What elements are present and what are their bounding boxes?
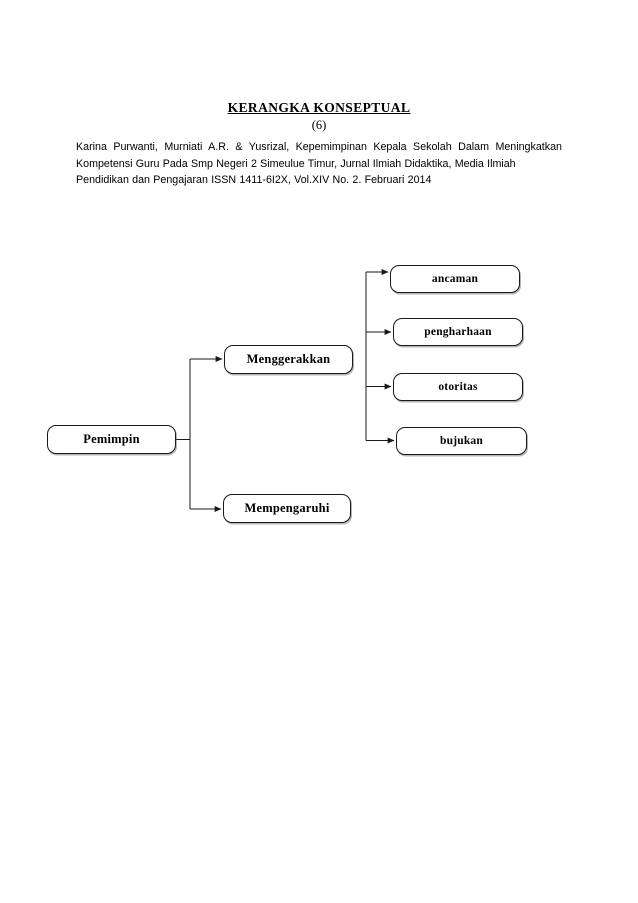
node-bujukan: bujukan	[396, 427, 527, 455]
page-title: KERANGKA KONSEPTUAL	[227, 100, 411, 115]
node-pemimpin-label: Pemimpin	[83, 432, 140, 446]
node-menggerakkan-label: Menggerakkan	[246, 352, 331, 366]
figure-number: (6)	[311, 118, 327, 132]
node-menggerakkan: Menggerakkan	[224, 345, 353, 374]
node-mempengaruhi-label: Mempengaruhi	[244, 501, 330, 515]
node-ancaman: ancaman	[390, 265, 520, 293]
citation-line-2: Kompetensi Guru Pada Smp Negeri 2 Simeul…	[76, 157, 516, 170]
node-pengharhaan: pengharhaan	[393, 318, 523, 346]
node-bujukan-label: bujukan	[440, 435, 483, 447]
node-pengharhaan-label: pengharhaan	[424, 326, 492, 338]
citation-block: Karina Purwanti, Murniati A.R. & Yusriza…	[76, 139, 562, 189]
node-ancaman-label: ancaman	[431, 273, 479, 285]
node-mempengaruhi: Mempengaruhi	[223, 494, 351, 523]
node-otoritas: otoritas	[393, 373, 523, 401]
citation-line-1: Karina Purwanti, Murniati A.R. & Yusriza…	[76, 141, 562, 153]
document-header: KERANGKA KONSEPTUAL (6) Karina Purwanti,…	[76, 100, 562, 189]
citation-line-3: Pendidikan dan Pengajaran ISSN 1411-6I2X…	[76, 174, 432, 186]
node-otoritas-label: otoritas	[438, 381, 478, 393]
node-pemimpin: Pemimpin	[47, 425, 176, 454]
